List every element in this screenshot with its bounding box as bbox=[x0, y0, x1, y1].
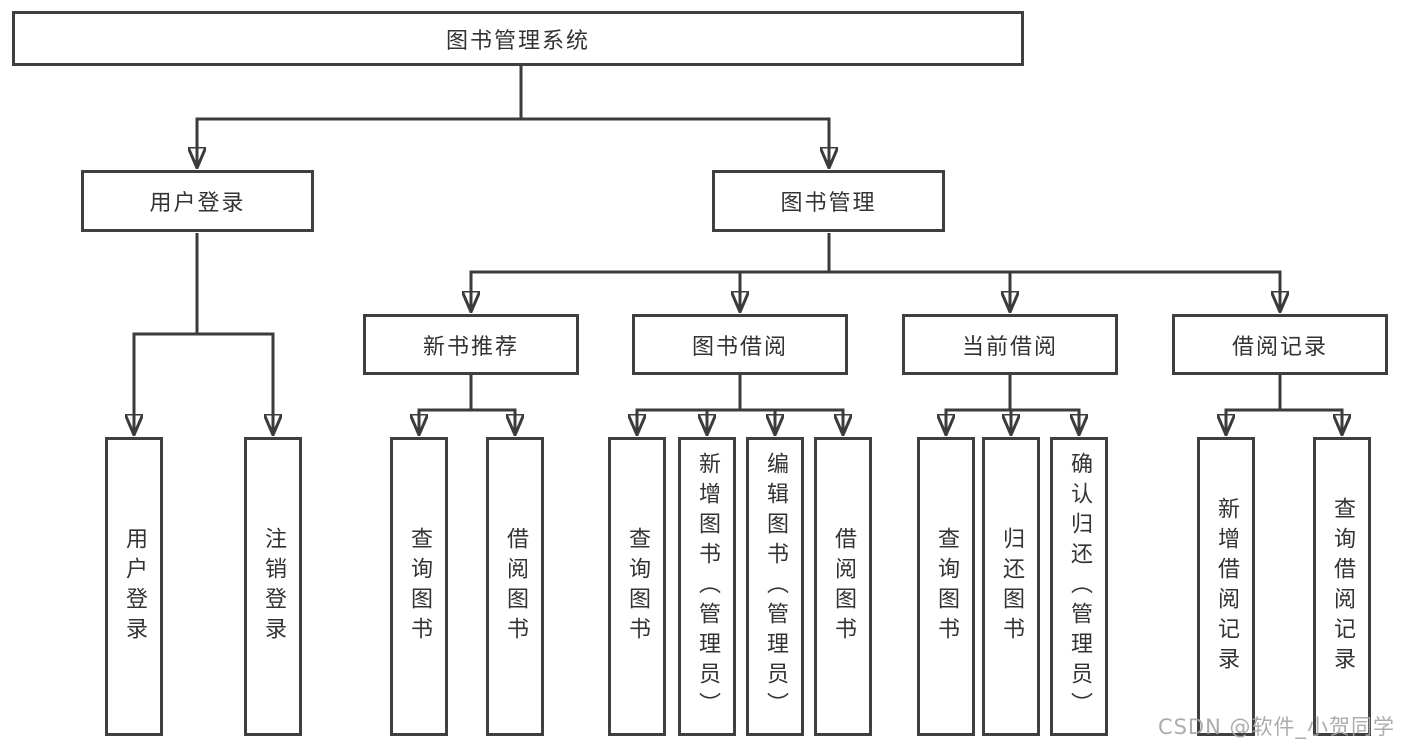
leaf-edit-books-admin: 编辑图书（管理员） bbox=[746, 437, 804, 736]
leaf-query-books-recommend: 查询图书 bbox=[390, 437, 448, 736]
leaf-logout: 注销登录 bbox=[244, 437, 302, 736]
node-new-book-recommend: 新书推荐 bbox=[363, 314, 579, 375]
leaf-label: 新增图书（管理员） bbox=[695, 451, 720, 722]
leaf-return-books: 归还图书 bbox=[982, 437, 1040, 736]
leaf-label: 注销登录 bbox=[261, 526, 286, 647]
leaf-label: 用户登录 bbox=[122, 526, 147, 647]
node-borrow-records: 借阅记录 bbox=[1172, 314, 1388, 375]
node-current-borrow: 当前借阅 bbox=[902, 314, 1118, 375]
leaf-label: 编辑图书（管理员） bbox=[763, 451, 788, 722]
leaf-label: 查询图书 bbox=[625, 526, 650, 647]
leaf-query-borrow-record: 查询借阅记录 bbox=[1313, 437, 1371, 736]
leaf-label: 查询借阅记录 bbox=[1330, 496, 1355, 677]
node-root: 图书管理系统 bbox=[12, 11, 1024, 66]
leaf-label: 确认归还（管理员） bbox=[1067, 451, 1092, 722]
leaf-query-books-borrow: 查询图书 bbox=[608, 437, 666, 736]
leaf-label: 查询图书 bbox=[934, 526, 959, 647]
csdn-watermark: CSDN @软件_小贺同学 bbox=[1157, 715, 1395, 739]
leaf-borrow-books: 借阅图书 bbox=[814, 437, 872, 736]
leaf-label: 查询图书 bbox=[407, 526, 432, 647]
leaf-user-login: 用户登录 bbox=[105, 437, 163, 736]
node-book-management: 图书管理 bbox=[712, 170, 945, 232]
leaf-label: 借阅图书 bbox=[503, 526, 528, 647]
leaf-query-books-current: 查询图书 bbox=[917, 437, 975, 736]
leaf-add-books-admin: 新增图书（管理员） bbox=[678, 437, 736, 736]
leaf-borrow-books-recommend: 借阅图书 bbox=[486, 437, 544, 736]
leaf-confirm-return-admin: 确认归还（管理员） bbox=[1050, 437, 1108, 736]
leaf-label: 归还图书 bbox=[999, 526, 1024, 647]
leaf-label: 新增借阅记录 bbox=[1214, 496, 1239, 677]
node-user-login: 用户登录 bbox=[81, 170, 314, 232]
leaf-label: 借阅图书 bbox=[831, 526, 856, 647]
leaf-add-borrow-record: 新增借阅记录 bbox=[1197, 437, 1255, 736]
node-book-borrow: 图书借阅 bbox=[632, 314, 848, 375]
